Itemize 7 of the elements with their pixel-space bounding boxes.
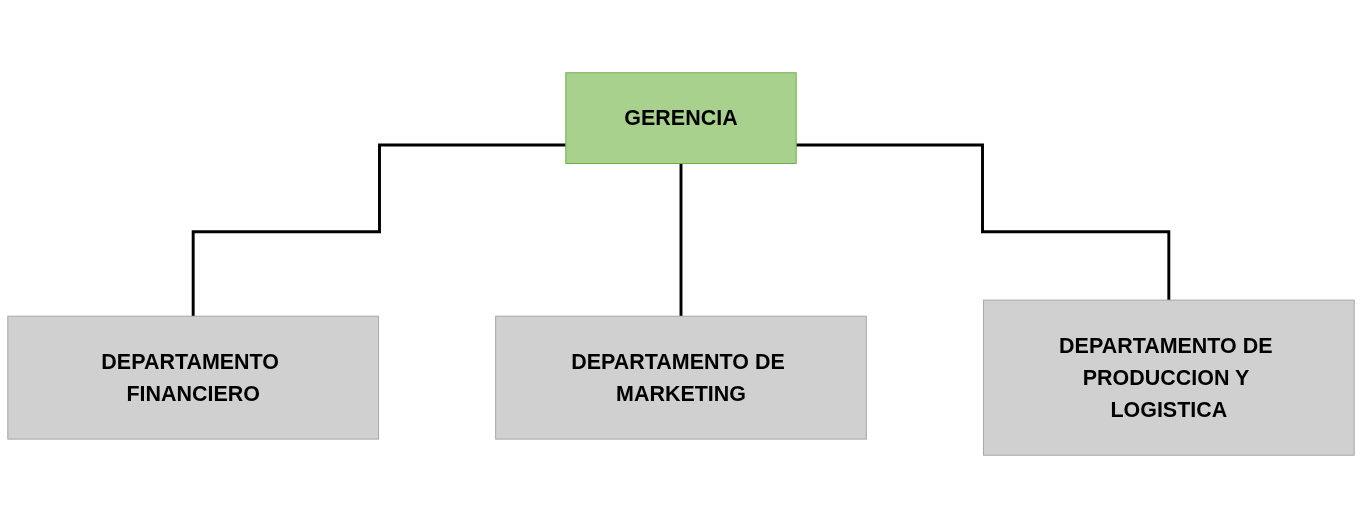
connector (191, 143, 566, 318)
connector (796, 143, 1171, 302)
node-box: GERENCIA (565, 72, 797, 164)
node-box: DEPARTAMENTO DE MARKETING (495, 315, 867, 440)
connector (679, 162, 683, 318)
node-box: DEPARTAMENTO FINANCIERO (7, 315, 380, 440)
node-box: DEPARTAMENTO DE PRODUCCION Y LOGISTICA (982, 299, 1355, 456)
